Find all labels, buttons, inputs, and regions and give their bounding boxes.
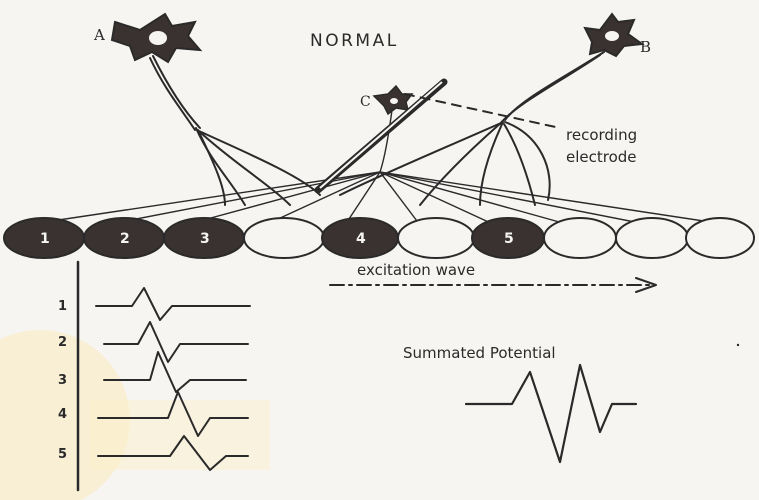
cell-number-4: 4 (356, 231, 366, 247)
neuron-b-label: B (640, 38, 651, 56)
cell-number-1: 1 (40, 231, 50, 247)
excitation-wave-arrow (330, 278, 656, 292)
trace-label-2: 2 (58, 335, 67, 350)
trace-1 (96, 288, 250, 320)
cell-row (4, 218, 754, 258)
trace-label-1: 1 (58, 299, 67, 314)
trace-labels: 1 2 3 4 5 (58, 299, 67, 462)
cell-empty-b (398, 218, 474, 258)
trace-label-3: 3 (58, 373, 67, 388)
summated-potential-trace (466, 365, 636, 462)
neuron-a-axon (150, 56, 320, 205)
neuron-b-soma (585, 14, 642, 56)
cell-empty-d (616, 218, 688, 258)
neuron-a-label: A (93, 26, 105, 44)
cell-empty-c (544, 218, 616, 258)
neuron-c-label: C (360, 94, 371, 110)
trace-label-4: 4 (58, 407, 67, 422)
cell-empty-e (686, 218, 754, 258)
trace-5 (98, 436, 248, 470)
trace-2 (104, 322, 248, 362)
cell-number-3: 3 (200, 231, 210, 247)
cell-number-5: 5 (504, 231, 514, 247)
trace-3 (104, 352, 246, 392)
neuron-b-axon (340, 52, 604, 205)
cell-empty-a (244, 218, 324, 258)
summated-potential-label: Summated Potential (403, 344, 556, 362)
traces (96, 288, 250, 470)
diagram-title: NORMAL (310, 31, 399, 51)
trace-label-5: 5 (58, 447, 67, 462)
cell-number-2: 2 (120, 231, 130, 247)
excitation-wave-label: excitation wave (357, 261, 475, 279)
electrode-label-line2: electrode (566, 148, 637, 166)
recording-electrode (318, 82, 560, 190)
trace-4 (98, 392, 248, 436)
electrode-label-line1: recording (566, 126, 637, 144)
scan-speck (737, 344, 739, 346)
neuron-a-soma (112, 14, 200, 62)
